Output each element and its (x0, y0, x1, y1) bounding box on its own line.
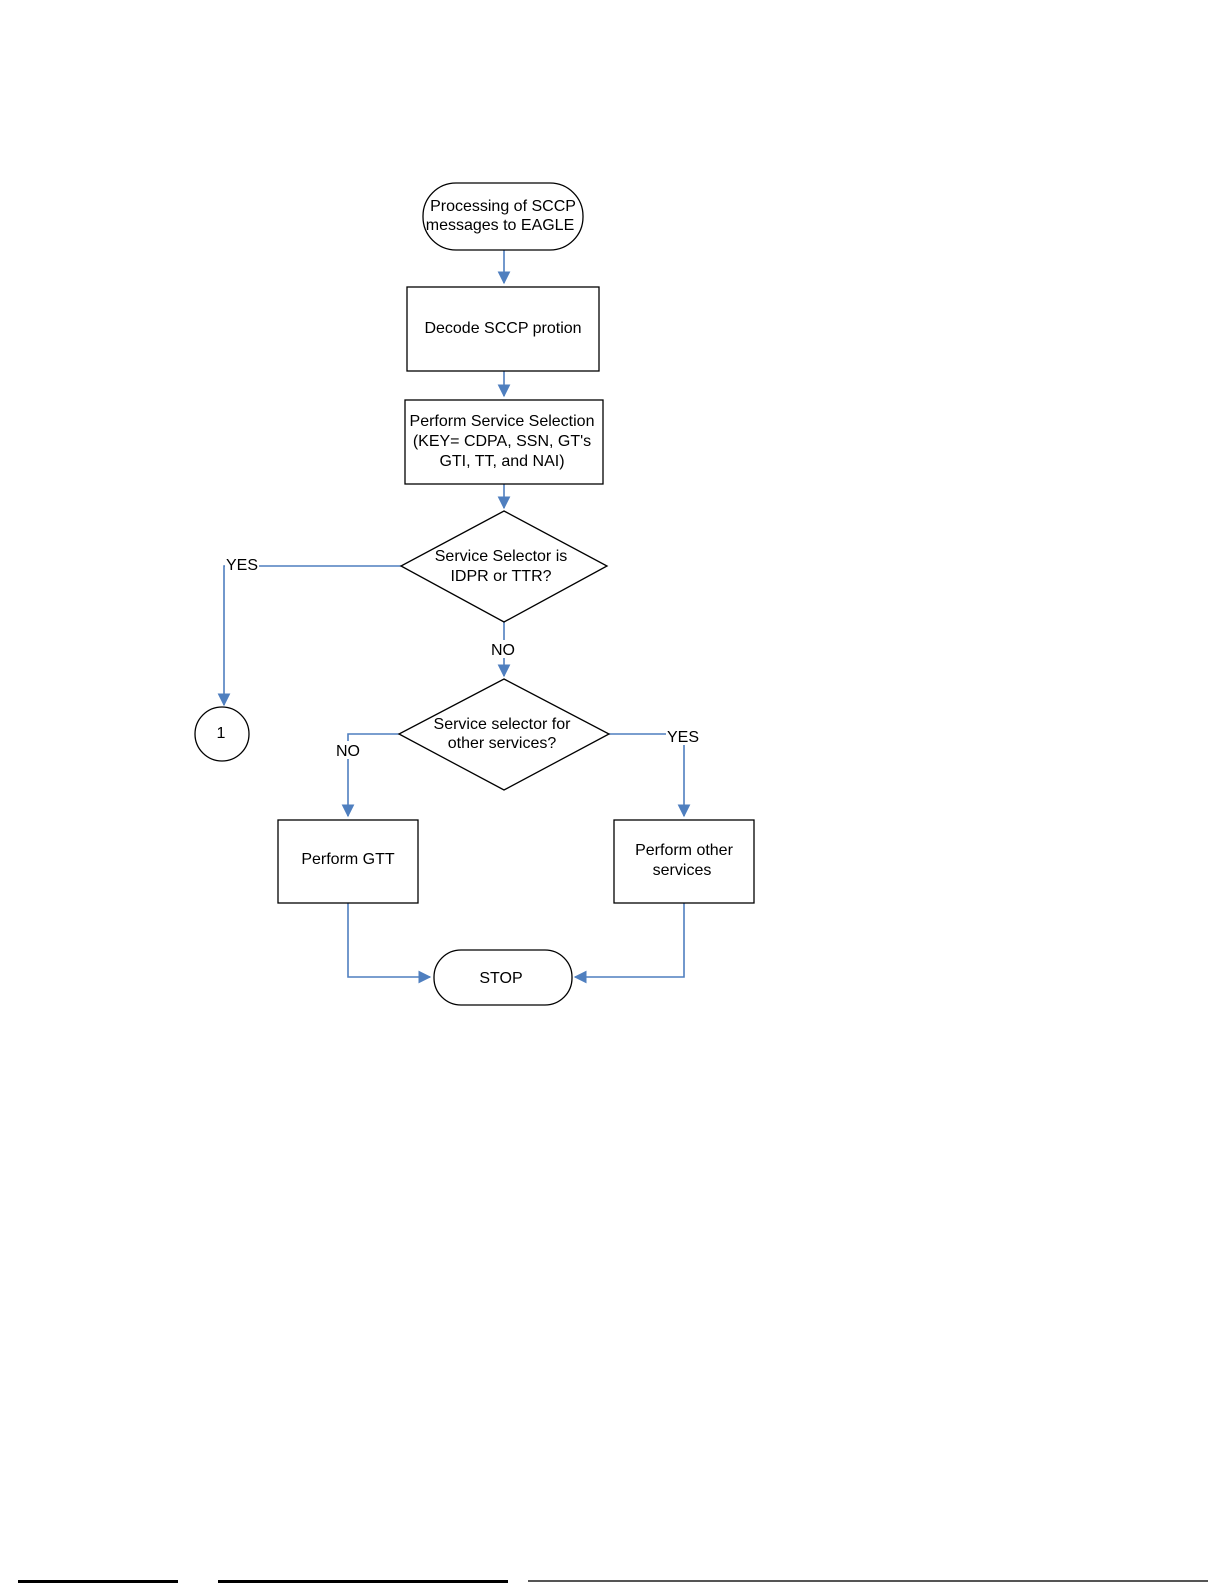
edge-label-other-yes: YES (667, 729, 699, 746)
decision-other-label-line-1: Service selector for (434, 716, 572, 733)
edge-idpr-yes-to-connector (224, 566, 401, 705)
service-selection-label-line-2: (KEY= CDPA, SSN, GT's (413, 433, 591, 450)
node-stop: STOP (434, 950, 572, 1005)
start-label-line-1: Processing of SCCP (430, 198, 576, 215)
node-connector-1: 1 (195, 707, 249, 761)
bottom-edge-artifact (0, 1578, 1225, 1585)
decision-idpr-label-line-1: Service Selector is (435, 548, 568, 565)
node-service-selection: Perform Service Selection (KEY= CDPA, SS… (405, 400, 603, 484)
edge-gtt-to-stop (348, 903, 430, 977)
start-label-line-2: messages to EAGLE (426, 217, 575, 234)
perform-other-label-line-1: Perform other (635, 842, 733, 859)
decision-idpr-diamond (401, 511, 607, 622)
edge-other-yes-to-services (609, 734, 684, 816)
node-start: Processing of SCCP messages to EAGLE (423, 183, 583, 250)
decision-idpr-label-line-2: IDPR or TTR? (450, 568, 551, 585)
perform-gtt-label: Perform GTT (301, 851, 395, 868)
stop-label: STOP (479, 970, 522, 987)
node-decode: Decode SCCP protion (407, 287, 599, 371)
edge-label-other-no: NO (336, 743, 360, 760)
decode-label: Decode SCCP protion (424, 320, 581, 337)
service-selection-label-line-1: Perform Service Selection (410, 413, 595, 430)
edge-services-to-stop (575, 903, 684, 977)
edge-label-idpr-yes: YES (226, 557, 258, 574)
edge-label-idpr-no: NO (491, 642, 515, 659)
connector-1-label: 1 (217, 725, 226, 742)
node-perform-gtt: Perform GTT (278, 820, 418, 903)
perform-other-label-line-2: services (653, 862, 712, 879)
node-decision-other: Service selector for other services? (399, 679, 609, 790)
node-perform-other: Perform other services (614, 820, 754, 903)
node-decision-idpr: Service Selector is IDPR or TTR? (401, 511, 607, 622)
service-selection-label-line-3: GTI, TT, and NAI) (439, 453, 564, 470)
decision-other-label-line-2: other services? (448, 735, 557, 752)
